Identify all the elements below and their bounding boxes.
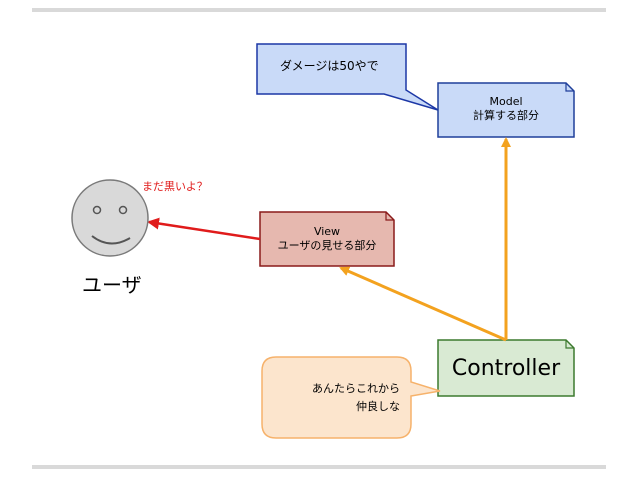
controller-label: Controller	[451, 356, 561, 381]
user-face	[71, 179, 149, 257]
speech-text-controller: あんたらこれから 仲良しな	[270, 380, 400, 416]
speech-bubble-blue	[256, 43, 439, 111]
controller-box-fold	[565, 340, 574, 349]
speech-controller-line1: あんたらこれから	[312, 382, 400, 395]
model-box-fold	[565, 83, 574, 92]
user-face-right-eye	[118, 205, 128, 215]
view-box	[259, 211, 395, 267]
user-face-left-eye	[92, 205, 102, 215]
view-title: View	[313, 225, 341, 238]
arrow-controller-to-view	[339, 266, 507, 342]
bottom-divider	[32, 465, 606, 469]
view-subtitle: ユーザの見せる部分	[277, 238, 377, 252]
user-face-mouth	[91, 235, 131, 245]
view-box-fold	[385, 212, 394, 221]
controller-box	[437, 339, 575, 397]
model-title: Model	[489, 95, 523, 108]
speech-bubble-orange	[261, 356, 441, 439]
model-box	[437, 82, 575, 138]
speech-controller-line2: 仲良しな	[356, 400, 400, 413]
model-subtitle: 計算する部分	[473, 108, 539, 122]
view-label: View ユーザの見せる部分	[260, 225, 394, 253]
user-speech-text: まだ黒いよ？	[142, 180, 208, 193]
model-label: Model 計算する部分	[438, 95, 574, 123]
top-divider	[32, 8, 606, 12]
speech-text-damage: ダメージは50やで	[280, 59, 379, 73]
user-label: ユーザ	[82, 273, 142, 297]
arrow-view-to-user	[147, 217, 261, 241]
